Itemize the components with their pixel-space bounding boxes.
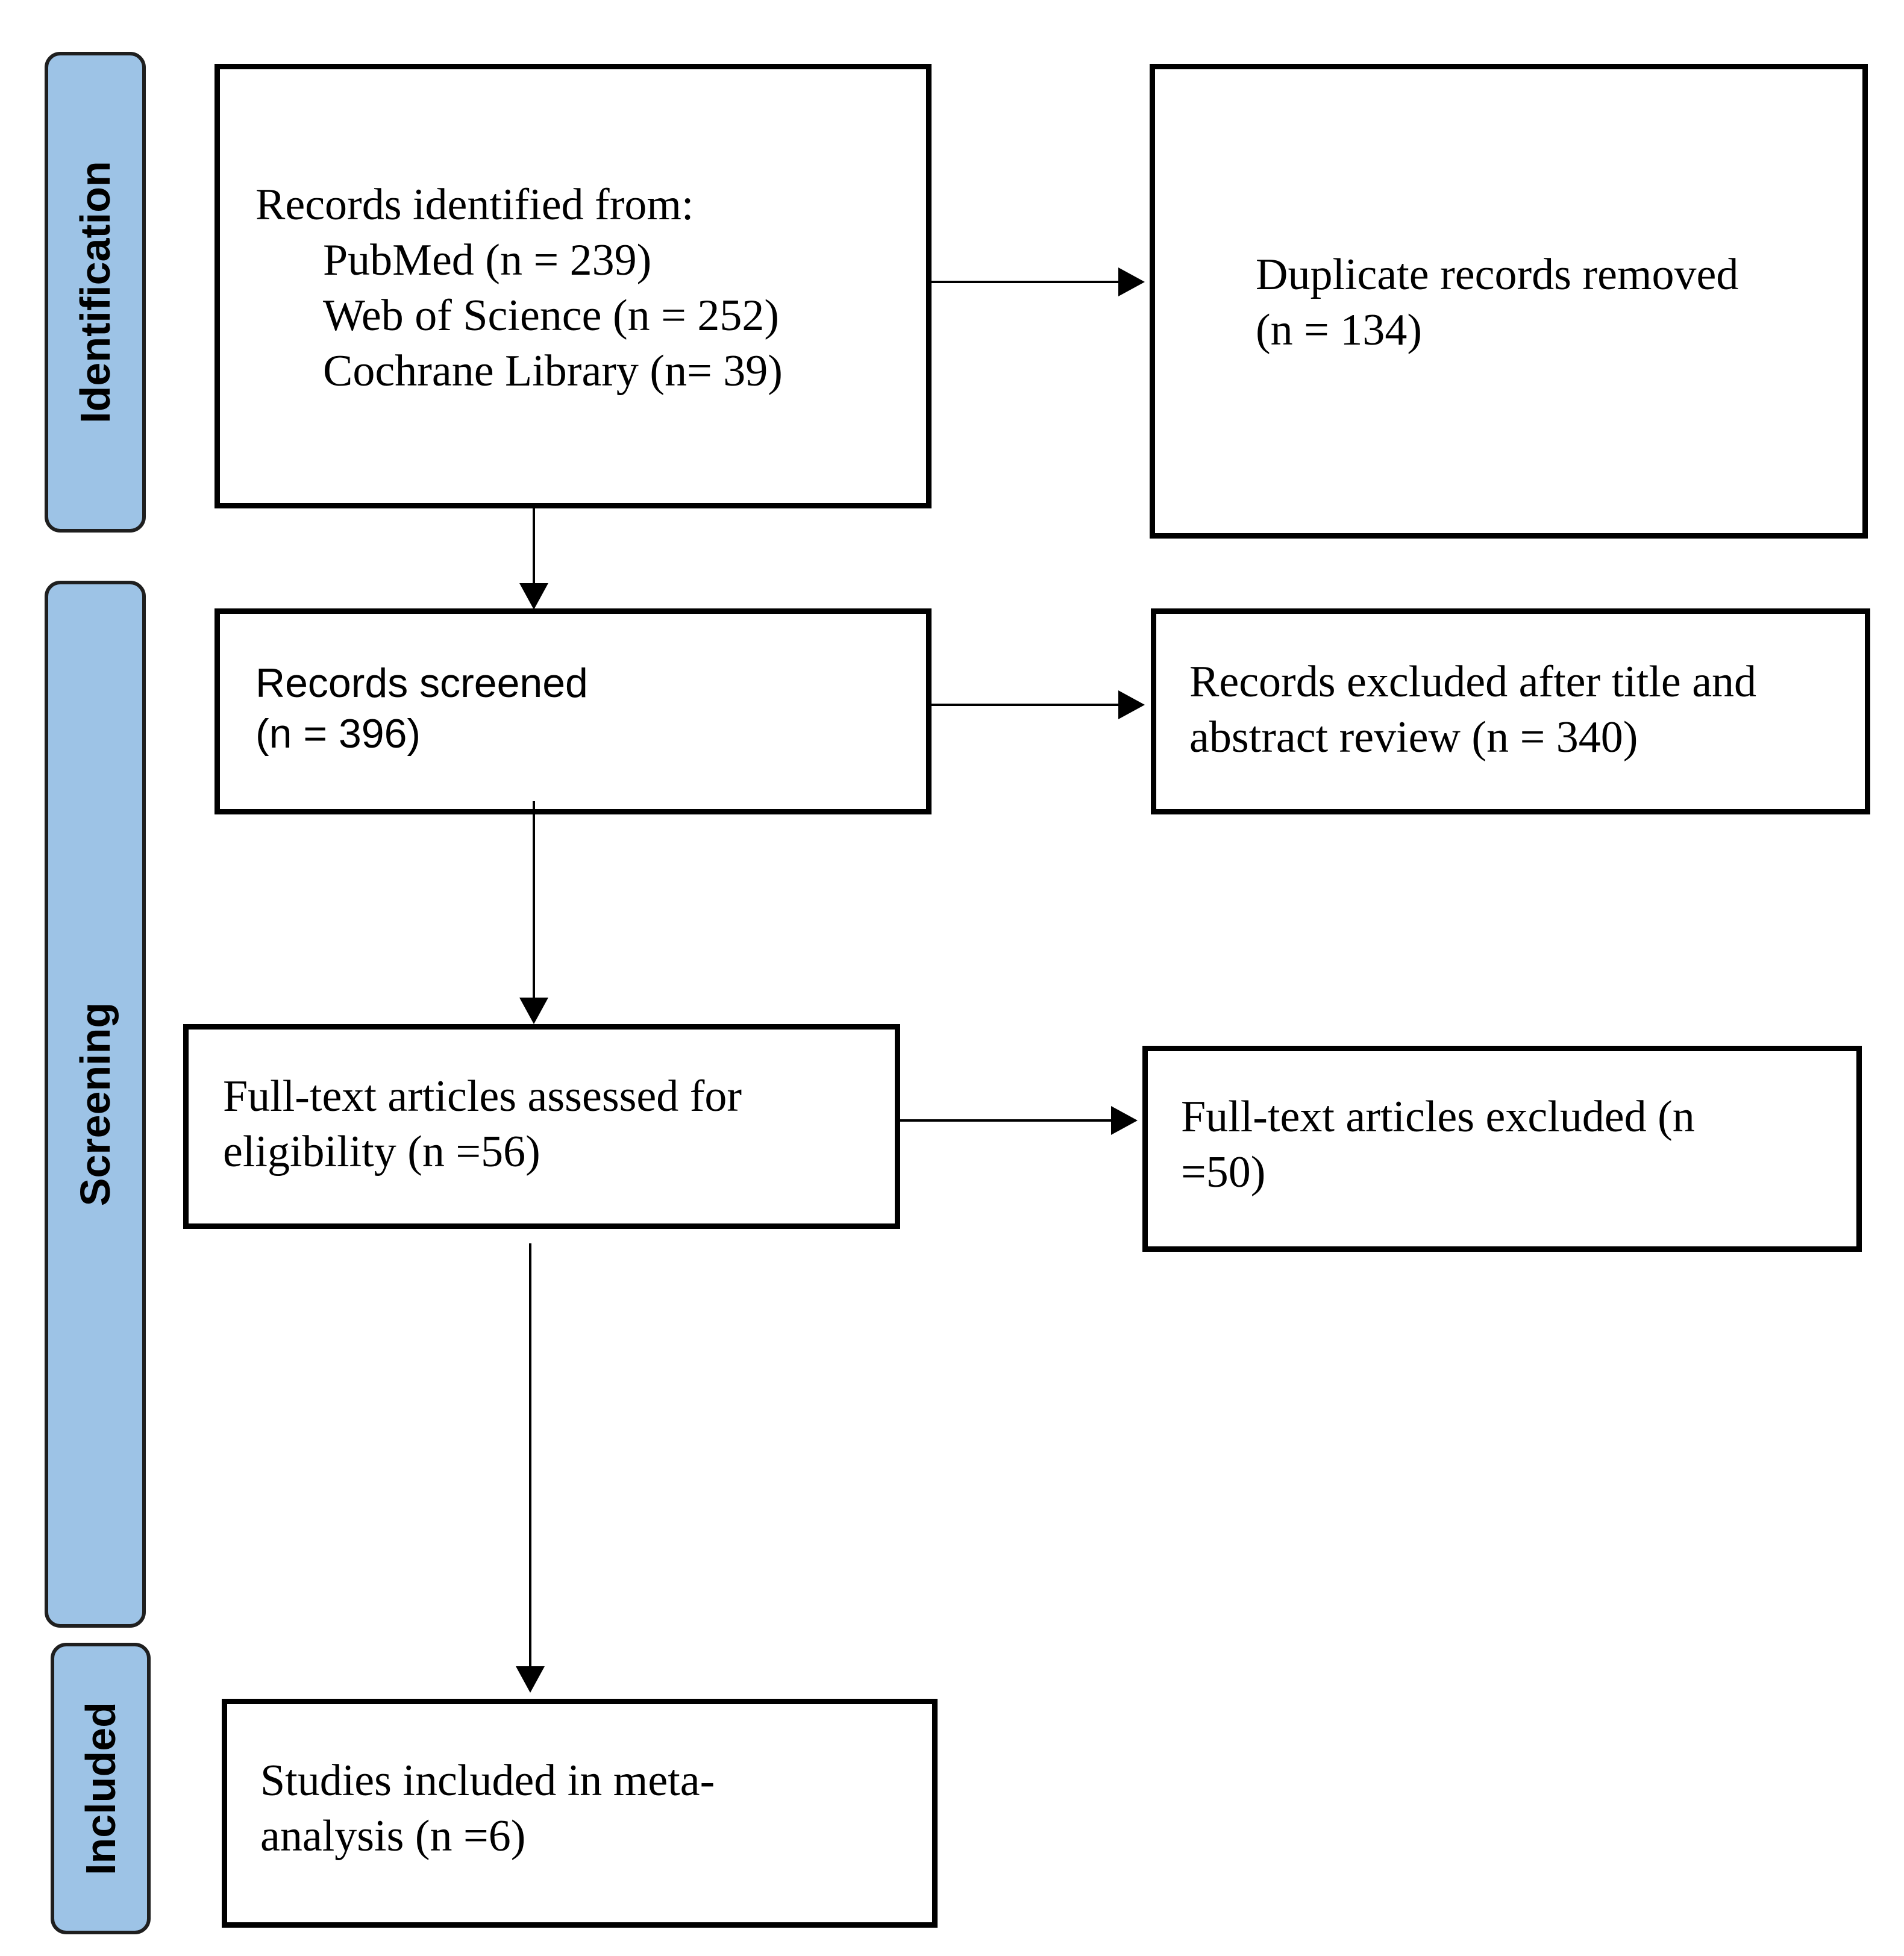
- fulltext-excluded-line2: =50): [1181, 1148, 1266, 1197]
- records-identified-text: Records identified from: PubMed (n = 239…: [255, 177, 783, 399]
- records-excluded-line1: Records excluded after title and: [1189, 657, 1757, 707]
- arrowhead-screened-to-excluded: [1118, 690, 1145, 719]
- records-excluded-box: [1151, 608, 1870, 814]
- fulltext-assessed-box: [183, 1024, 900, 1229]
- records-identified-box: [215, 64, 932, 508]
- source-pubmed: PubMed (n = 239): [323, 236, 652, 285]
- phase-screening: Screening: [45, 581, 146, 1628]
- records-screened-line1: Records screened: [255, 660, 588, 706]
- fulltext-excluded-box: [1142, 1046, 1862, 1252]
- studies-included-text: Studies included in meta- analysis (n =6…: [260, 1753, 715, 1864]
- phase-identification: Identification: [45, 52, 146, 533]
- arrowhead-assessed-to-included: [516, 1666, 545, 1693]
- duplicates-removed-line1: Duplicate records removed: [1256, 250, 1739, 299]
- phase-included: Included: [51, 1643, 151, 1934]
- studies-included-box: [222, 1699, 938, 1928]
- records-screened-box: [215, 608, 932, 814]
- fulltext-excluded-line1: Full-text articles excluded (n: [1181, 1092, 1695, 1142]
- fulltext-assessed-line1: Full-text articles assessed for: [223, 1072, 742, 1121]
- records-identified-heading: Records identified from:: [255, 180, 694, 230]
- arrowhead-screened-to-assessed: [519, 998, 548, 1024]
- fulltext-excluded-text: Full-text articles excluded (n =50): [1181, 1089, 1695, 1200]
- studies-included-line1: Studies included in meta-: [260, 1756, 715, 1805]
- studies-included-line2: analysis (n =6): [260, 1811, 526, 1861]
- records-excluded-text: Records excluded after title and abstrac…: [1189, 654, 1756, 765]
- arrowhead-assessed-to-excluded: [1111, 1106, 1138, 1135]
- records-screened-line2: (n = 396): [255, 711, 421, 757]
- arrowhead-identified-to-duplicates: [1118, 267, 1145, 296]
- fulltext-assessed-text: Full-text articles assessed for eligibil…: [223, 1069, 742, 1180]
- duplicates-removed-text: Duplicate records removed (n = 134): [1256, 247, 1738, 358]
- source-web-of-science: Web of Science (n = 252): [323, 291, 780, 340]
- source-cochrane-library: Cochrane Library (n= 39): [323, 346, 783, 396]
- duplicates-removed-box: [1150, 64, 1868, 539]
- duplicates-removed-line2: (n = 134): [1256, 305, 1423, 355]
- records-excluded-line2: abstract review (n = 340): [1189, 713, 1638, 762]
- records-screened-text: Records screened (n = 396): [255, 658, 588, 759]
- arrowhead-identified-to-screened: [519, 583, 548, 610]
- fulltext-assessed-line2: eligibility (n =56): [223, 1127, 540, 1176]
